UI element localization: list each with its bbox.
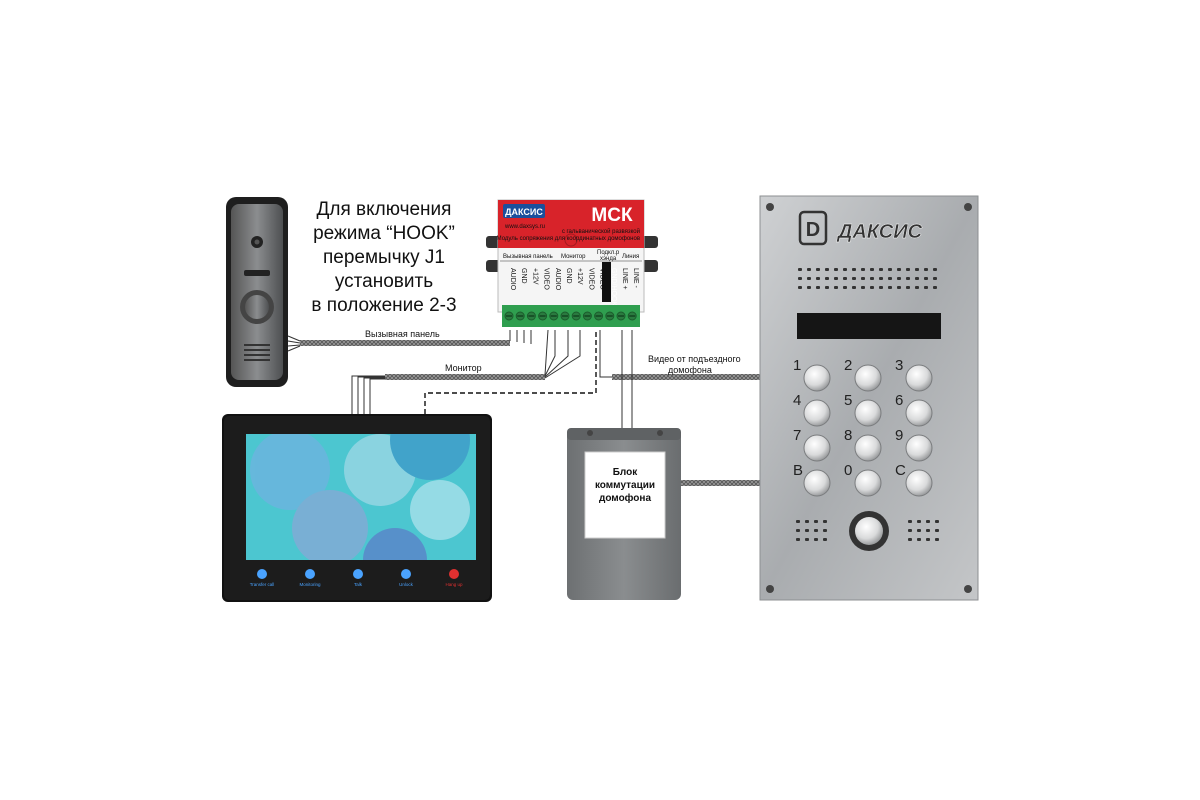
monitor-button[interactable]: Monitoring [299,569,321,587]
keypad-key[interactable]: 2 [844,357,882,392]
monitor-button-icon [257,569,267,579]
instruction-line-5: в положение 2-3 [311,295,456,316]
msk-terminal-label: VIDEO [543,268,550,290]
keypad-key-label: 0 [844,462,852,479]
msk-terminal-label: GND [520,268,527,284]
msk-terminal-label: +12V [531,268,538,285]
cables [287,329,760,486]
keypad-key[interactable]: 0 [844,462,882,497]
keypad-key[interactable]: B [793,462,831,497]
instruction-line-1: Для включения [317,199,452,220]
call-panel [226,197,288,387]
keypad-key-label: B [793,462,803,479]
msk-website: www.daxsys.ru [504,224,545,230]
cable-label-video-1: Видео от подъездного [648,354,741,364]
cable-video [612,374,760,380]
instruction-line-3: перемычку J1 [323,247,445,268]
door-panel-display [797,313,941,339]
cable-label-call-panel: Вызывная панель [365,329,440,339]
cable-call-panel [300,340,510,346]
msk-group-call-panel: Вызывная панель [503,254,553,260]
msk-terminal-label: GND/HOOK [610,268,617,306]
keypad-key[interactable]: 6 [895,392,933,427]
msk-terminal-block [502,305,640,327]
msk-terminal-label: LINE + [621,268,628,290]
msk-model: МСК [591,205,633,226]
monitor-button[interactable]: Unlock [399,569,414,587]
switch-box-line-2: коммутации [595,480,655,491]
instruction-line-4: установить [335,271,433,292]
keypad-key[interactable]: 1 [793,357,831,392]
keypad-key[interactable]: C [895,462,933,497]
keypad-key[interactable]: 5 [844,392,882,427]
instruction-note: Для включения режима “HOOK” перемычку J1… [311,199,456,316]
keypad-key[interactable]: 7 [793,427,831,462]
msk-group-hook-1: Подкл.р [597,250,620,256]
door-panel-logo-icon [798,210,828,246]
keypad-key-label: C [895,462,906,479]
switch-box-label [584,451,666,539]
keypad-key-label: 9 [895,427,903,444]
monitor-button-label: Transfer call [250,582,275,587]
keypad-key[interactable]: 4 [793,392,831,427]
monitor-button-icon [401,569,411,579]
monitor-button-icon [305,569,315,579]
msk-terminal-label: AUDIO [509,268,516,291]
monitor-button-icon [449,569,459,579]
cable-monitor [385,374,545,380]
keypad-key[interactable]: 3 [895,357,933,392]
msk-terminal-label: LINE - [632,268,639,289]
keypad-key-label: 6 [895,392,903,409]
keypad-key-label: 2 [844,357,852,374]
door-panel-brand: ДАКСИС [836,221,923,243]
keypad-key-label: 8 [844,427,852,444]
monitor-button-label: Monitoring [299,582,321,587]
keypad-key[interactable]: 9 [895,427,933,462]
monitor-button[interactable]: Hang up [445,569,463,587]
msk-group-hook-2: хэнда [600,256,617,262]
monitor-button-label: Unlock [399,582,414,587]
video-monitor: Transfer call Monitoring Talk Unlock Hang up [222,414,492,602]
switch-box-line-1: Блок [613,467,639,478]
keypad-key-label: 3 [895,357,903,374]
instruction-line-2: режима “HOOK” [313,223,455,244]
msk-subtitle-2: Модуль сопряжения для координатных домоф… [497,236,640,242]
cable-box-panel [680,480,760,486]
monitor-button-icon [353,569,363,579]
keypad-key[interactable]: 8 [844,427,882,462]
msk-terminal-label: GND [565,268,572,284]
monitor-button-label: Hang up [445,582,463,587]
switch-box: Блок коммутации домофона [567,428,681,600]
msk-logo-icon [503,204,545,218]
msk-group-monitor: Монитор [561,254,586,260]
svg-text:D: D [806,219,820,241]
monitor-button-label: Talk [354,582,363,587]
msk-subtitle-1: с гальванической развязкой [562,228,640,235]
msk-group-line: Линия [622,254,639,260]
msk-terminal-label: +12V [576,268,583,285]
keypad-key-label: 5 [844,392,852,409]
monitor-button[interactable]: Talk [353,569,363,587]
door-panel: D ДАКСИС 1 2 3 4 5 6 7 8 9B 0 C [759,195,979,601]
msk-terminal-label: AUDIO [554,268,561,291]
cable-label-monitor: Монитор [445,363,482,373]
monitor-button[interactable]: Transfer call [250,569,275,587]
msk-module: ДАКСИС МСК www.daxsys.ru с гальваническо… [486,199,658,327]
keypad-key-label: 4 [793,392,801,409]
msk-terminal-label: VIDEO [587,268,594,290]
cable-label-video-2: домофона [668,365,712,375]
msk-brand: ДАКСИС [505,207,543,217]
keypad-key-label: 7 [793,427,801,444]
msk-terminal-label: VIDEO [599,268,606,290]
keypad-key-label: 1 [793,357,801,374]
switch-box-line-3: домофона [599,492,651,504]
